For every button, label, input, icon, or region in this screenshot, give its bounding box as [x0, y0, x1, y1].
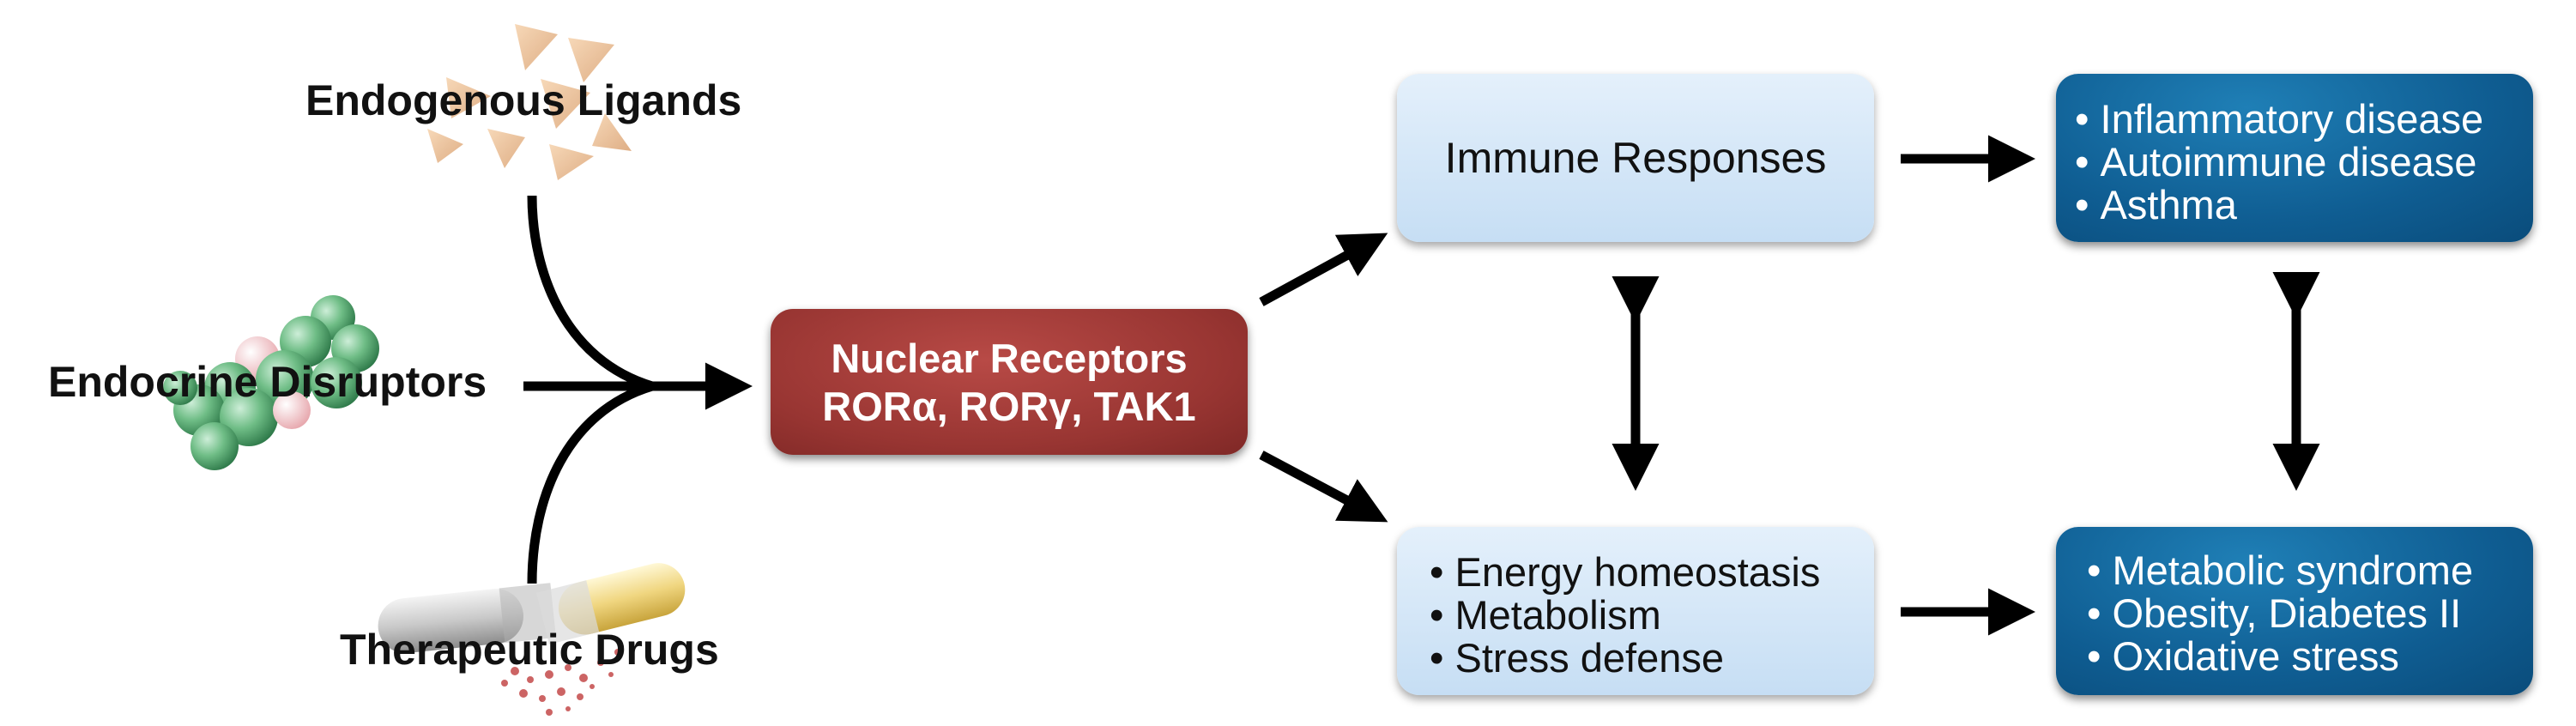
metabolic-box: Energy homeostasis Metabolism Stress def… — [1397, 527, 1874, 695]
list-item: Obesity, Diabetes II — [2087, 592, 2473, 635]
therapeutic-drugs-label: Therapeutic Drugs — [340, 626, 719, 674]
list-item: Stress defense — [1430, 637, 1820, 680]
list-item: Metabolic syndrome — [2087, 549, 2474, 592]
list-item: Metabolism — [1430, 594, 1820, 637]
endocrine-disruptors-label: Endocrine Disruptors — [48, 358, 487, 406]
nuclear-receptors-subtitle: RORα, RORγ, TAK1 — [822, 384, 1196, 429]
metabolic-diseases-box: Metabolic syndrome Obesity, Diabetes II … — [2056, 527, 2533, 695]
drug-capsule-icon — [378, 563, 686, 716]
nuclear-receptors-box: Nuclear Receptors RORα, RORγ, TAK1 — [771, 309, 1248, 455]
nuclear-receptors-title: Nuclear Receptors — [831, 336, 1188, 381]
immune-responses-title: Immune Responses — [1444, 134, 1827, 182]
immune-responses-box: Immune Responses — [1397, 74, 1874, 242]
list-item: Inflammatory disease — [2075, 98, 2484, 141]
immune-diseases-list: Inflammatory disease Autoimmune disease … — [2075, 98, 2484, 227]
list-item: Energy homeostasis — [1430, 551, 1821, 594]
list-item: Autoimmune disease — [2075, 141, 2483, 184]
arrow-to-immune — [1259, 233, 1388, 306]
list-item: Asthma — [2075, 184, 2483, 227]
ligand-triangles-icon — [427, 24, 632, 180]
arrow-to-metabolic — [1259, 451, 1388, 523]
immune-diseases-box: Inflammatory disease Autoimmune disease … — [2056, 74, 2533, 242]
endogenous-ligands-label: Endogenous Ligands — [305, 76, 742, 124]
curve-from-ligands — [527, 195, 654, 391]
molecule-model-icon — [163, 295, 379, 470]
metabolic-list: Energy homeostasis Metabolism Stress def… — [1430, 551, 1821, 680]
curve-from-drugs — [527, 381, 654, 584]
list-item: Oxidative stress — [2087, 635, 2473, 678]
metabolic-diseases-list: Metabolic syndrome Obesity, Diabetes II … — [2087, 549, 2474, 678]
